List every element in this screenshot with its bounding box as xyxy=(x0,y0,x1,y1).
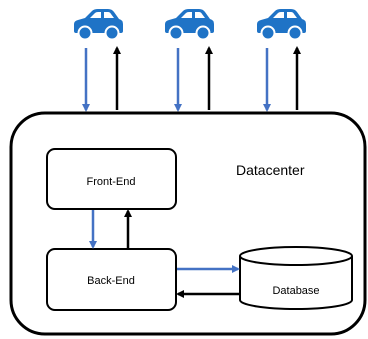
backend-box xyxy=(46,248,177,311)
frontend-box xyxy=(46,148,177,210)
frontend-label: Front-End xyxy=(87,176,136,188)
backend-label: Back-End xyxy=(87,275,135,287)
database-label: Database xyxy=(272,285,319,297)
database-cylinder xyxy=(239,246,353,310)
car-icon xyxy=(73,8,124,41)
datacenter-label: Datacenter xyxy=(236,162,305,178)
car-icon xyxy=(164,8,215,41)
car-icon xyxy=(256,8,307,41)
